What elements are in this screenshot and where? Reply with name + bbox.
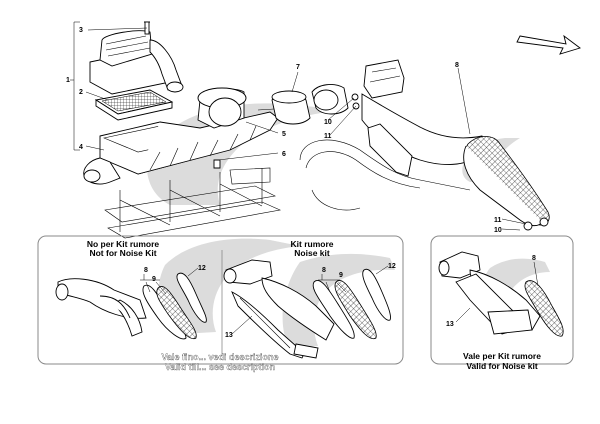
middle-panel-caption-line1: Kit rumore <box>291 239 334 249</box>
group-1-bracket <box>70 21 80 151</box>
callout-10: 10 <box>324 119 332 126</box>
part-10-11-connector <box>311 84 360 115</box>
left-panel-caption-line2: Not for Noise Kit <box>89 248 156 258</box>
left-panel-caption-line1: No per Kit rumore <box>87 239 160 249</box>
part-2-filter-element <box>94 89 174 121</box>
left-duct-assembly <box>55 272 207 340</box>
part-8-intake-duct <box>361 59 550 231</box>
validity-note-line1: Vale fino... vedi descrizione <box>161 352 278 362</box>
callout-8: 8 <box>322 267 326 274</box>
callout-11: 11 <box>494 217 502 224</box>
part-3-airbox-cover <box>89 21 184 95</box>
leader-lines-bottom <box>140 261 539 335</box>
callout-9: 9 <box>152 276 156 283</box>
validity-note-line2: Valid till... see description <box>165 362 275 372</box>
callout-11: 11 <box>324 133 332 140</box>
direction-arrow-icon <box>516 34 581 55</box>
panel-captions: No per Kit rumore Not for Noise Kit Kit … <box>87 239 541 372</box>
callout-7: 7 <box>296 64 300 71</box>
callout-labels: 3 1 2 4 5 6 7 10 11 8 11 10 8 9 12 8 9 1… <box>66 27 536 339</box>
right-panel-caption-line1: Vale per Kit rumore <box>463 351 541 361</box>
right-panel-caption-line2: Valid for Noise kit <box>466 361 537 371</box>
callout-1: 1 <box>66 77 70 84</box>
panel-not-for-noise-kit <box>37 235 404 365</box>
chassis-frame <box>104 167 282 239</box>
panel-valid-for-noise-kit <box>430 235 574 365</box>
callout-13: 13 <box>446 321 454 328</box>
callout-13: 13 <box>225 332 233 339</box>
callout-4: 4 <box>79 144 83 151</box>
right-duct-assembly <box>438 251 564 337</box>
middle-panel-caption-line2: Noise kit <box>294 248 330 258</box>
middle-duct-assembly <box>223 259 391 359</box>
callout-8: 8 <box>455 62 459 69</box>
callout-10: 10 <box>494 227 502 234</box>
callout-9: 9 <box>339 272 343 279</box>
callout-2: 2 <box>79 89 83 96</box>
callout-12: 12 <box>388 263 396 270</box>
part-7-sleeve <box>271 90 311 125</box>
callout-8: 8 <box>532 255 536 262</box>
callout-8: 8 <box>144 267 148 274</box>
callout-6: 6 <box>282 151 286 158</box>
leader-lines-top <box>85 27 527 231</box>
callout-5: 5 <box>282 131 286 138</box>
callout-3: 3 <box>79 27 83 34</box>
callout-12: 12 <box>198 265 206 272</box>
